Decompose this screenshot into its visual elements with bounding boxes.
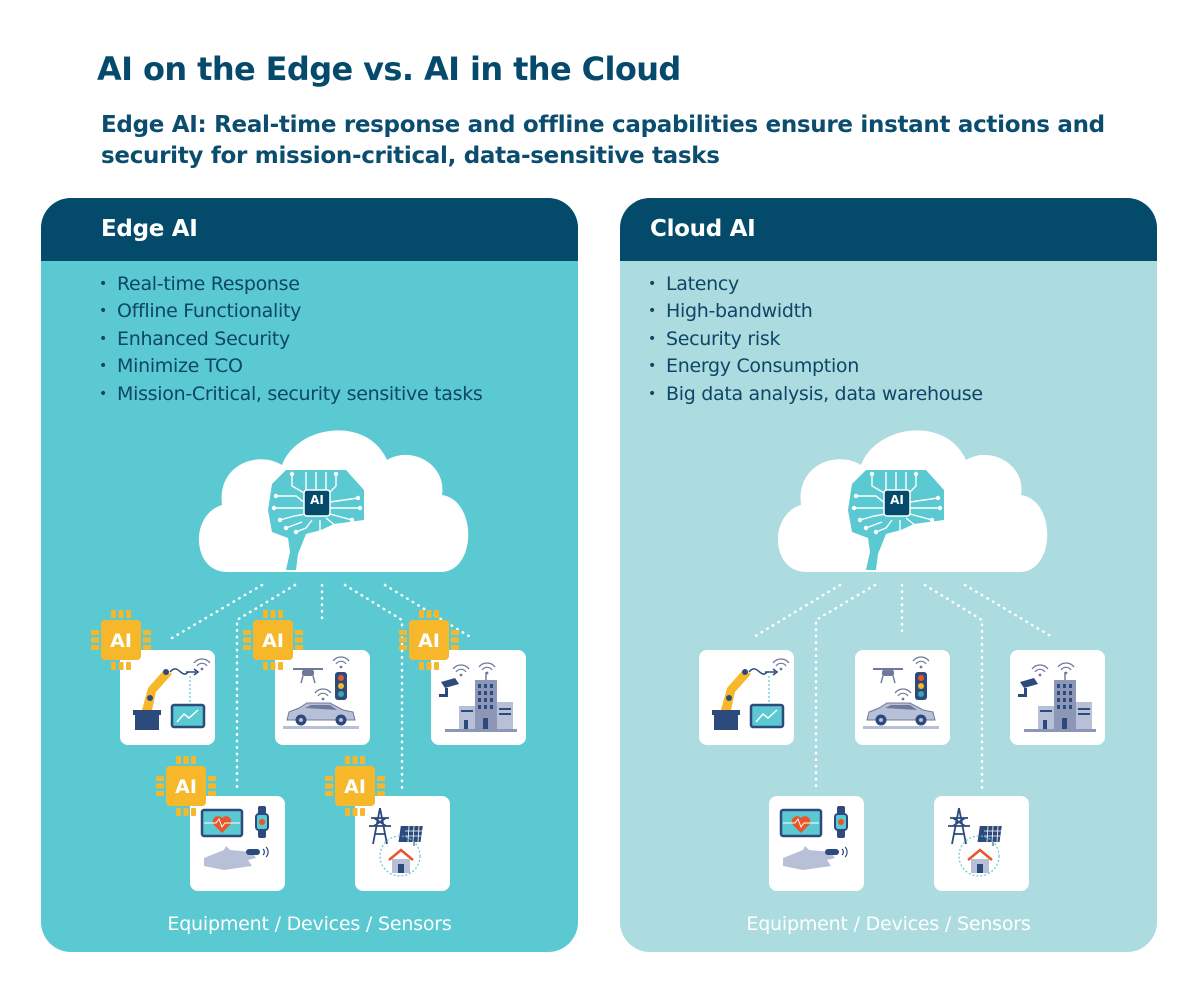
ai-chip-label: AI xyxy=(110,630,132,652)
edge-ai-chips: AI AI AI AI AI xyxy=(91,610,459,816)
page-title: AI on the Edge vs. AI in the Cloud xyxy=(97,50,681,88)
bullet-item: Security risk xyxy=(648,327,983,354)
edge-ai-bullet-list: Real-time Response Offline Functionality… xyxy=(99,272,483,409)
edge-device-cards xyxy=(120,650,526,891)
bullet-item: Mission-Critical, security sensitive tas… xyxy=(99,382,483,409)
connector-line xyxy=(963,583,1056,640)
page-subtitle: Edge AI: Real-time response and offline … xyxy=(101,112,1105,169)
bullet-item: Latency xyxy=(648,272,983,299)
device-card-energy xyxy=(934,796,1029,891)
ai-chip-icon: AI xyxy=(399,610,459,670)
bullet-item: Big data analysis, data warehouse xyxy=(648,382,983,409)
ai-chip-icon: AI xyxy=(156,756,216,816)
bullet-item: Energy Consumption xyxy=(648,354,983,381)
bullet-item: High-bandwidth xyxy=(648,299,983,326)
edge-ai-panel: Edge AI Real-time Response Offline Funct… xyxy=(41,198,578,952)
bullet-item: Offline Functionality xyxy=(99,299,483,326)
device-card-energy xyxy=(355,796,450,891)
device-card-building xyxy=(431,650,526,745)
cloud-brain-chip-label: AI xyxy=(890,493,904,507)
cloud-connection-lines xyxy=(750,583,1056,792)
ai-chip-label: AI xyxy=(175,776,197,798)
bullet-item: Enhanced Security xyxy=(99,327,483,354)
bullet-item: Minimize TCO xyxy=(99,354,483,381)
edge-ai-title: Edge AI xyxy=(101,216,198,242)
bullet-item: Real-time Response xyxy=(99,272,483,299)
connector-line xyxy=(170,583,264,640)
edge-brain-chip-label: AI xyxy=(310,493,324,507)
device-card-health xyxy=(190,796,285,891)
cloud-ai-panel: Cloud AI Latency High-bandwidth Security… xyxy=(620,198,1157,952)
ai-chip-label: AI xyxy=(344,776,366,798)
device-card-health xyxy=(769,796,864,891)
cloud-devices-caption: Equipment / Devices / Sensors xyxy=(746,913,1031,935)
ai-chip-icon: AI xyxy=(325,756,385,816)
edge-devices-caption: Equipment / Devices / Sensors xyxy=(167,913,452,935)
cloud-ai-title: Cloud AI xyxy=(650,216,756,242)
edge-ai-header: Edge AI xyxy=(41,198,578,261)
device-card-building xyxy=(1010,650,1105,745)
ai-chip-icon: AI xyxy=(91,610,151,670)
ai-chip-icon: AI xyxy=(243,610,303,670)
device-card-mobility xyxy=(855,650,950,745)
cloud-device-cards xyxy=(699,650,1105,891)
cloud-ai-header: Cloud AI xyxy=(620,198,1157,261)
connector-line xyxy=(235,583,297,792)
ai-chip-label: AI xyxy=(262,630,284,652)
connector-line xyxy=(750,583,842,640)
ai-chip-label: AI xyxy=(418,630,440,652)
device-card-robot-arm xyxy=(699,650,794,745)
device-card-robot-arm xyxy=(120,650,215,745)
connector-line xyxy=(814,583,877,792)
cloud-ai-bullet-list: Latency High-bandwidth Security risk Ene… xyxy=(648,272,983,409)
device-card-mobility xyxy=(275,650,370,745)
